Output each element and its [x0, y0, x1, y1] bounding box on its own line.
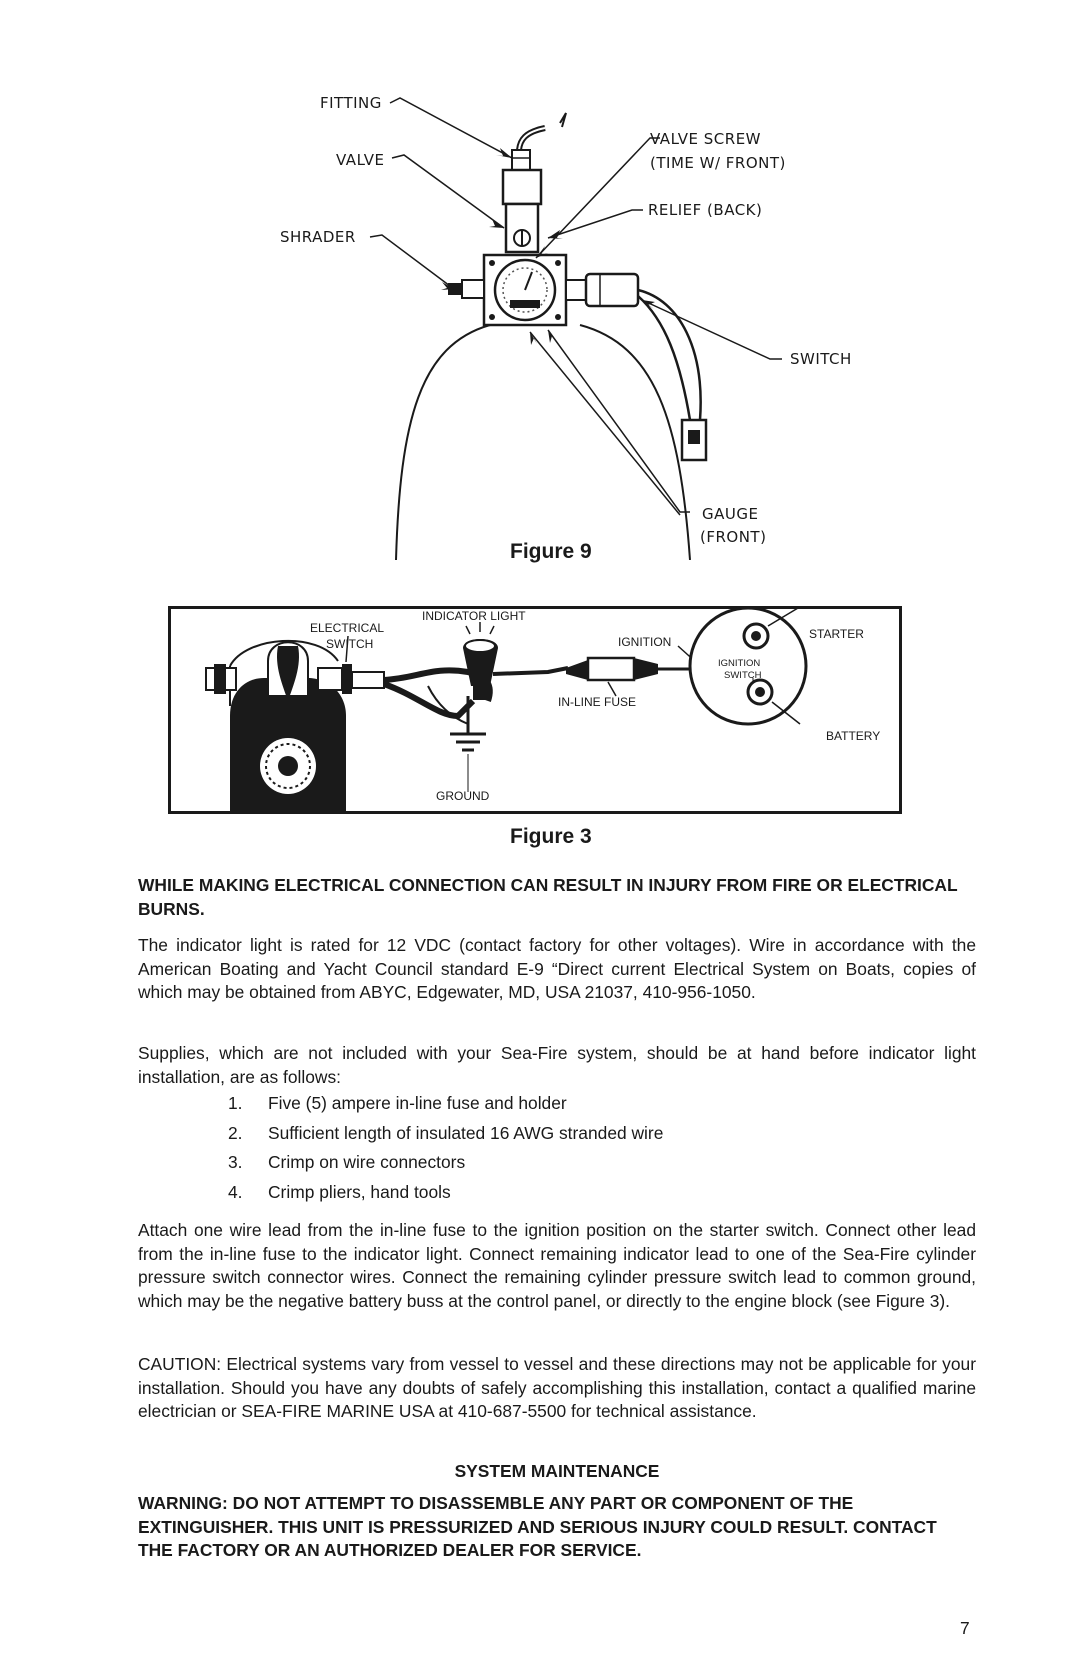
gauge-label: GAUGE	[702, 505, 758, 523]
valve-label: VALVE	[336, 151, 385, 169]
list-item: 3.Crimp on wire connectors	[228, 1152, 466, 1172]
caution-paragraph: CAUTION: Electrical systems vary from ve…	[138, 1354, 976, 1421]
relief-label: RELIEF (BACK)	[648, 201, 762, 219]
list-item: 4.Crimp pliers, hand tools	[228, 1181, 451, 1202]
valve-screw-sublabel: (TIME W/ FRONT)	[650, 154, 786, 172]
indicator-paragraph: The indicator light is rated for 12 VDC …	[138, 935, 976, 1002]
fitting-label: FITTING	[320, 94, 382, 112]
shrader-label: SHRADER	[280, 228, 356, 246]
electrical-switch-label: ELECTRICAL	[310, 621, 384, 635]
ground-label: GROUND	[436, 789, 490, 803]
list-item: 2.Sufficient length of insulated 16 AWG …	[228, 1122, 664, 1143]
switch-label: SWITCH	[790, 350, 852, 368]
figure-3-diagram: ELECTRICAL SWITCH INDICATOR LIGHT STARTE…	[168, 606, 902, 814]
supplies-paragraph: Supplies, which are not included with yo…	[138, 1043, 976, 1087]
figure-3-caption: Figure 3	[510, 825, 592, 848]
maintenance-warning: WARNING: DO NOT ATTEMPT TO DISASSEMBLE A…	[138, 1493, 937, 1560]
supplies-list: 1.Five (5) ampere in-line fuse and holde…	[228, 1089, 928, 1207]
figure-9-caption: Figure 9	[510, 540, 592, 563]
inline-fuse-label: IN-LINE FUSE	[558, 695, 636, 709]
ignition-switch-sublabel: SWITCH	[724, 670, 762, 681]
figure-9-diagram: FITTING VALVE SHRADER VALVE SCREW (TIME …	[280, 94, 852, 560]
ignition-switch-label: IGNITION	[718, 658, 760, 669]
indicator-light-label: INDICATOR LIGHT	[422, 609, 526, 623]
attach-paragraph: Attach one wire lead from the in-line fu…	[138, 1220, 976, 1311]
electrical-switch-sublabel: SWITCH	[326, 637, 373, 651]
valve-screw-label: VALVE SCREW	[650, 130, 761, 148]
gauge-sublabel: (FRONT)	[700, 528, 766, 546]
electrical-warning-heading: WHILE MAKING ELECTRICAL CONNECTION CAN R…	[138, 875, 958, 919]
ignition-label: IGNITION	[618, 635, 671, 649]
battery-label: BATTERY	[826, 729, 880, 743]
maintenance-heading: SYSTEM MAINTENANCE	[454, 1461, 660, 1481]
page-number: 7	[960, 1618, 970, 1638]
list-item: 1.Five (5) ampere in-line fuse and holde…	[228, 1093, 567, 1113]
starter-label: STARTER	[809, 627, 864, 641]
